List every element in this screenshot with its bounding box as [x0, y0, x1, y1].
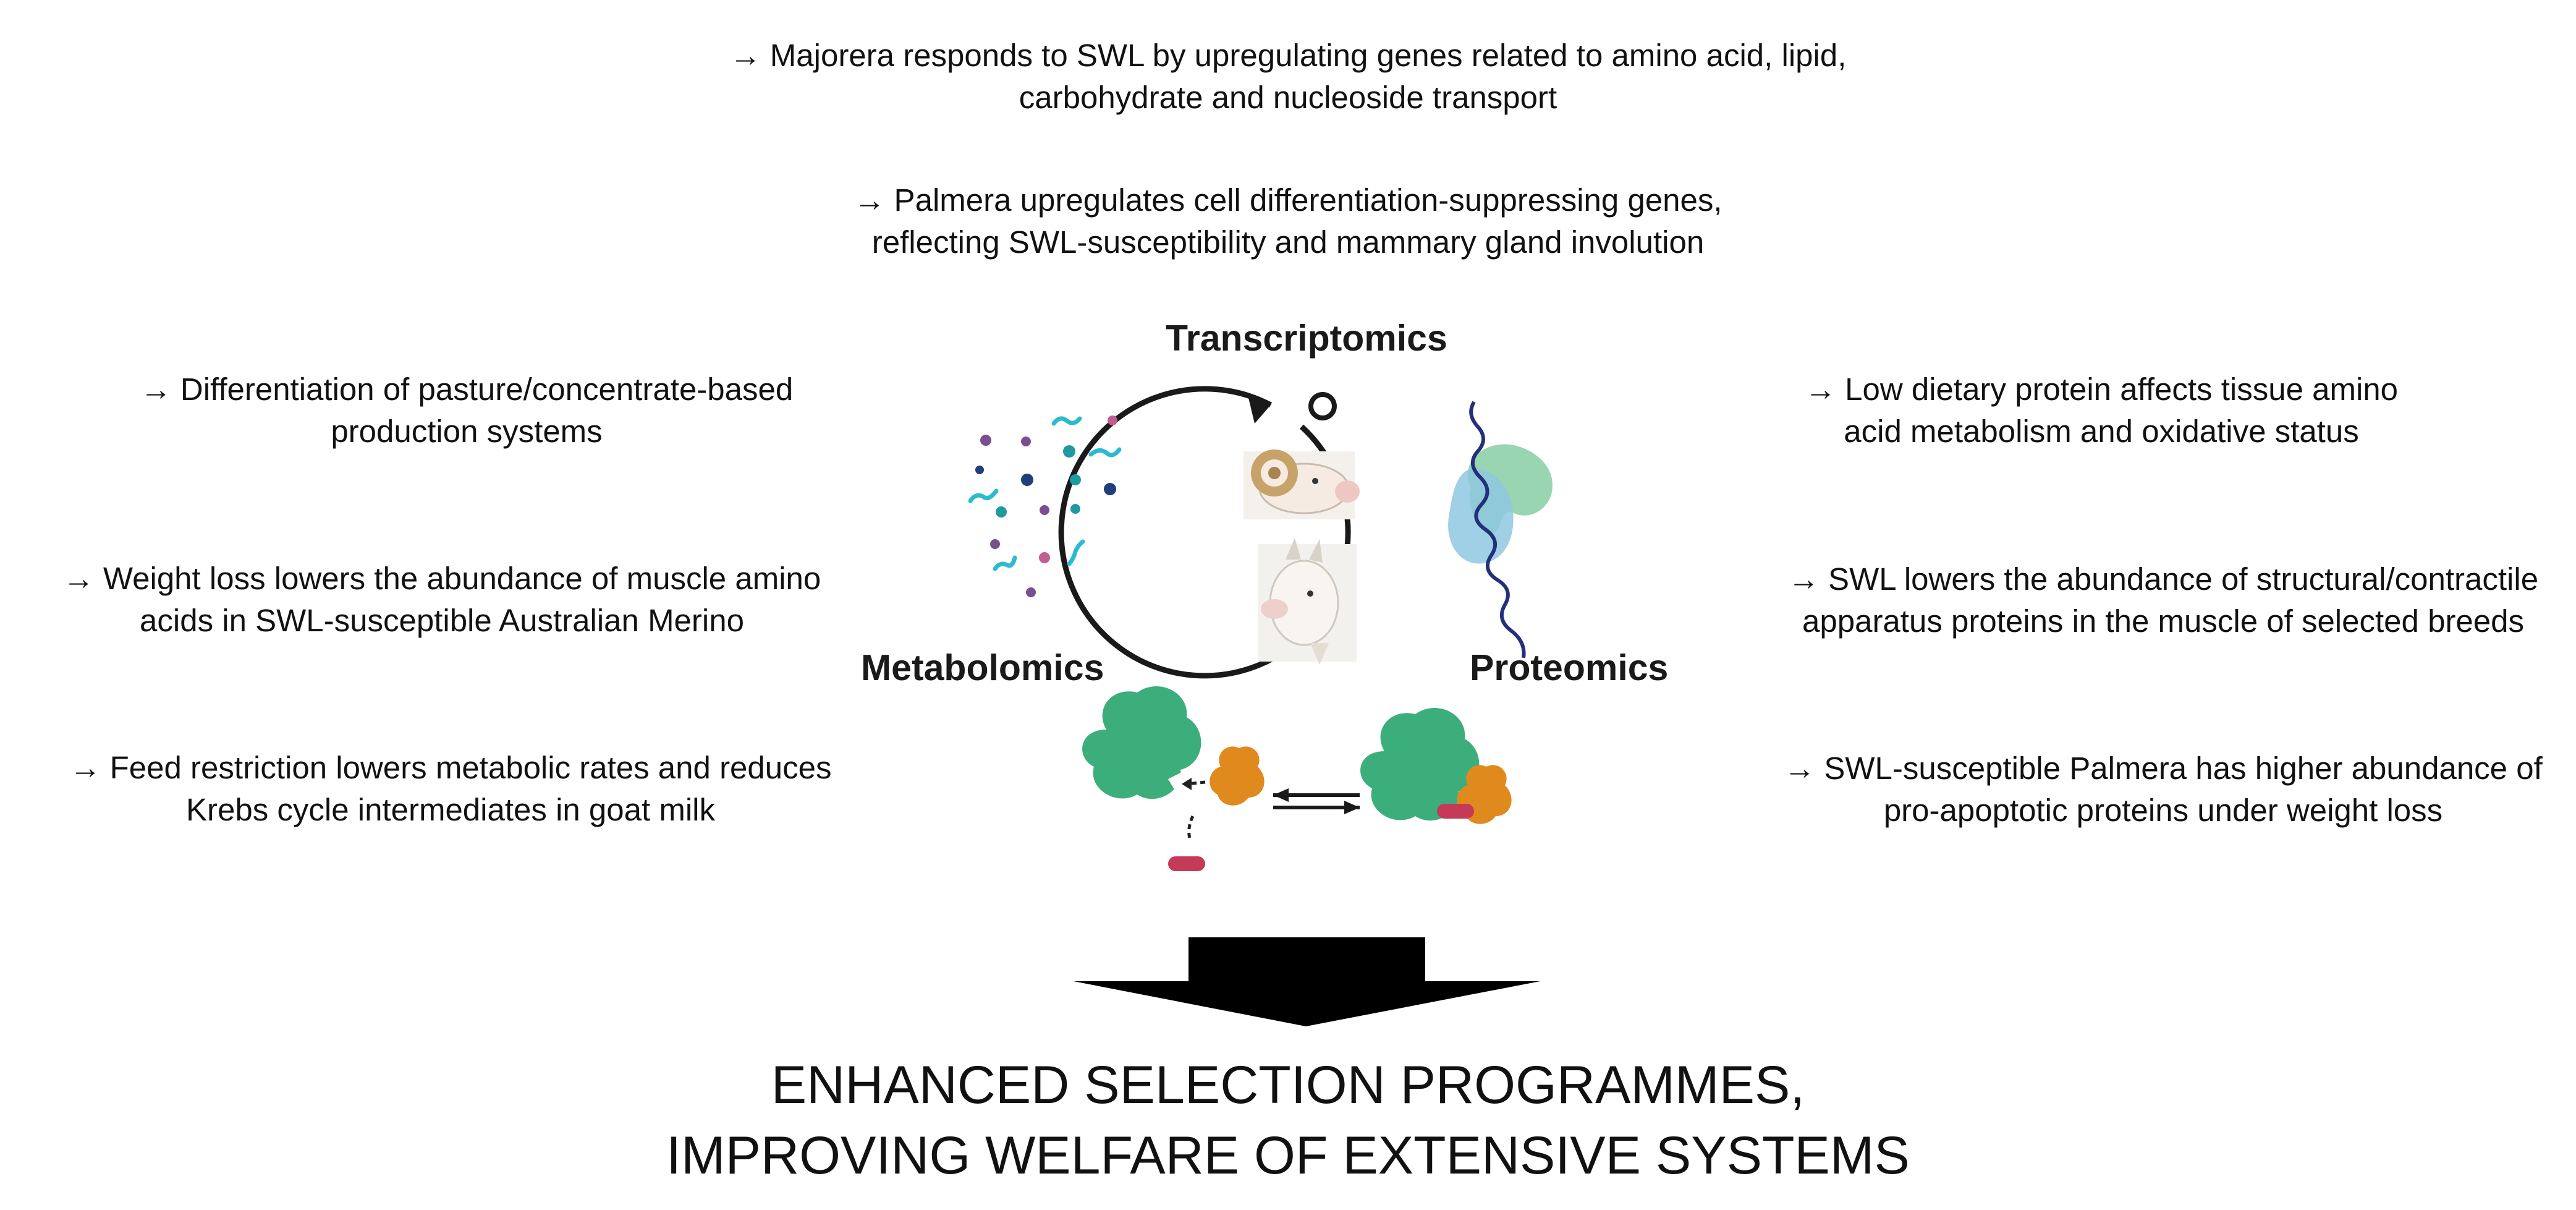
- finding-line: → Weight loss lowers the abundance of mu…: [62, 561, 821, 596]
- finding-line: acids in SWL-susceptible Australian Meri…: [140, 603, 744, 638]
- finding-line: → Differentiation of pasture/concentrate…: [140, 372, 794, 407]
- conclusion-line: IMPROVING WELFARE OF EXTENSIVE SYSTEMS: [666, 1126, 1910, 1185]
- finding-line: Krebs cycle intermediates in goat milk: [185, 792, 716, 827]
- finding-line: carbohydrate and nucleoside transport: [1019, 80, 1557, 115]
- goat-head-icon: [1258, 538, 1357, 665]
- left-finding-goat-milk: → Feed restriction lowers metabolic rate…: [12, 747, 889, 831]
- finding-line: pro-apoptotic proteins under weight loss: [1883, 793, 2443, 828]
- finding-line: → SWL-susceptible Palmera has higher abu…: [1784, 751, 2543, 786]
- finding-line: production systems: [331, 414, 603, 449]
- enzyme-substrate-icon: [1082, 686, 1265, 871]
- top-finding-palmera: → Palmera upregulates cell differentiati…: [670, 179, 1906, 263]
- transcriptomics-label: Transcriptomics: [1166, 318, 1447, 359]
- finding-line: → Palmera upregulates cell differentiati…: [854, 182, 1722, 218]
- finding-line: → Low dietary protein affects tissue ami…: [1804, 372, 2399, 407]
- conclusion-text: ENHANCED SELECTION PROGRAMMES, IMPROVING…: [0, 1050, 2576, 1191]
- metabolomics-label: Metabolomics: [861, 647, 1104, 688]
- down-arrow-icon: [1074, 937, 1540, 1026]
- left-finding-merino: → Weight loss lowers the abundance of mu…: [12, 558, 871, 642]
- finding-line: → Majorera responds to SWL by upregulati…: [729, 38, 1847, 73]
- enzyme-complex-icon: [1360, 707, 1512, 824]
- finding-line: acid metabolism and oxidative status: [1844, 414, 2359, 449]
- right-finding-dietary-protein: → Low dietary protein affects tissue ami…: [1755, 369, 2447, 453]
- finding-line: reflecting SWL-susceptibility and mammar…: [871, 224, 1705, 260]
- metabolite-dots-icon: [968, 415, 1122, 597]
- finding-line: → Feed restriction lowers metabolic rate…: [69, 750, 832, 785]
- protein-strand-icon: [1448, 401, 1553, 658]
- top-finding-majorera: → Majorera responds to SWL by upregulati…: [670, 35, 1906, 119]
- left-finding-production-systems: → Differentiation of pasture/concentrate…: [12, 369, 921, 453]
- finding-line: apparatus proteins in the muscle of sele…: [1802, 603, 2525, 639]
- sheep-head-icon: [1244, 449, 1360, 519]
- proteomics-label: Proteomics: [1470, 647, 1669, 688]
- conclusion-line: ENHANCED SELECTION PROGRAMMES,: [771, 1055, 1805, 1115]
- equilibrium-arrows-icon: [1273, 788, 1360, 814]
- right-finding-apoptotic-proteins: → SWL-susceptible Palmera has higher abu…: [1755, 748, 2571, 832]
- right-finding-contractile-proteins: → SWL lowers the abundance of structural…: [1755, 558, 2571, 642]
- finding-line: → SWL lowers the abundance of structural…: [1787, 561, 2539, 597]
